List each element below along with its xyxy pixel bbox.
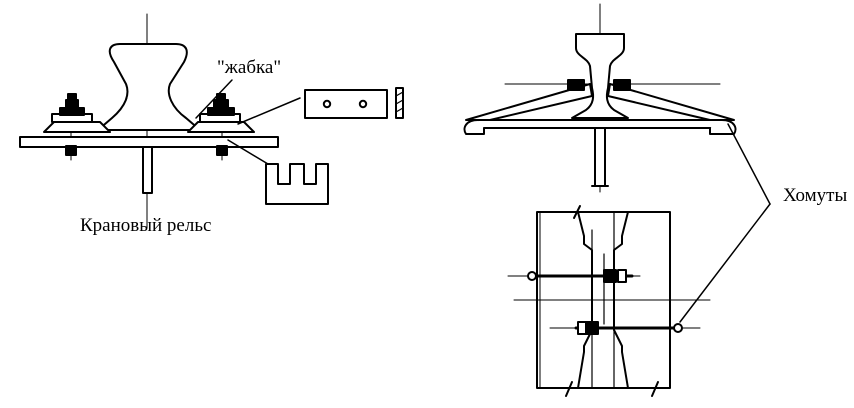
- left-wedge: [465, 83, 593, 121]
- rail-section-assembly: [463, 3, 737, 193]
- clamps-leader-upper: [727, 123, 771, 205]
- anchor-stem-right: [594, 127, 606, 187]
- clamp-plate-leader: [237, 97, 301, 125]
- crane-rail-label: Крановый рельс: [80, 215, 212, 236]
- left-nut: [567, 79, 585, 91]
- base-plate: [19, 136, 279, 148]
- right-wedge: [607, 83, 735, 121]
- right-nut: [613, 79, 631, 91]
- rail-plan-view: [507, 205, 711, 397]
- left-clamp: [43, 93, 111, 156]
- clamps-label: Хомуты: [783, 185, 848, 206]
- clamps-leader-lower: [679, 203, 771, 323]
- crane-rail-assembly: [19, 13, 404, 229]
- clamp-plate-detail: [304, 87, 404, 119]
- crane-rail-profile: [97, 43, 201, 131]
- comb-plate-detail: [265, 163, 329, 205]
- rail-base-plate: [477, 119, 723, 129]
- comb-plate-leader: [227, 139, 269, 165]
- anchor-stem: [142, 146, 153, 194]
- zhabka-label: "жабка": [217, 57, 282, 78]
- rail-profile-right: [571, 33, 629, 119]
- zhabka-leader: [195, 79, 233, 119]
